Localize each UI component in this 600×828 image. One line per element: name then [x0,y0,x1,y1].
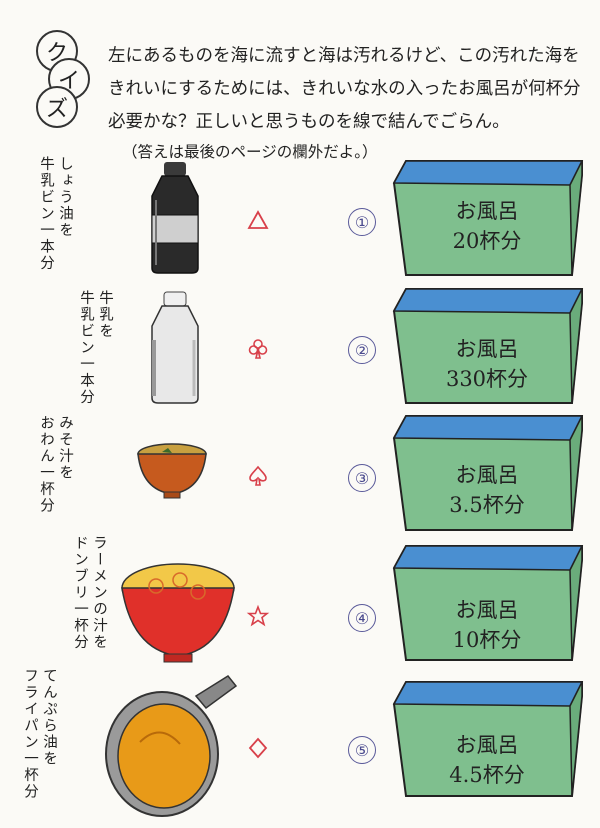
bathtub-5-illustration [392,681,584,797]
star-symbol-icon[interactable] [246,604,270,628]
spade-symbol-icon[interactable] [246,464,270,488]
soy-sauce-bottle-illustration [151,162,199,274]
club-symbol-icon[interactable] [246,336,270,360]
triangle-symbol-icon[interactable] [246,208,270,232]
milk-bottle-illustration [151,291,199,404]
miso-soup-bowl-illustration [137,443,207,499]
answer-number-3[interactable]: ③ [348,464,376,492]
frying-pan-illustration [105,675,238,817]
instruction-line: 左にあるものを海に流すと海は汚れるけど、この汚れた海を [108,46,580,66]
item-label-miso-soup: みそ汁をおわん一杯分 [38,415,73,514]
bathtub-3-illustration [392,415,584,531]
bathtub-2-illustration [392,288,584,404]
answer-note: （答えは最後のページの欄外だよ。） [122,143,378,161]
item-label-ramen: ラーメンの汁をドンブリ一杯分 [72,535,107,651]
item-label-milk: 牛乳を牛乳ビン一本分 [78,290,113,406]
answer-number-4[interactable]: ④ [348,604,376,632]
quiz-instructions: 左にあるものを海に流すと海は汚れるけど、この汚れた海を きれいにするためには、き… [108,40,588,165]
item-label-tempura-oil: てんぷら油をフライパン一杯分 [22,668,57,800]
instruction-line: 必要かな？正しいと思うものを線で結んでごらん。 [108,112,510,132]
ramen-bowl-illustration [121,563,235,663]
bathtub-1-illustration [392,160,584,276]
answer-number-1[interactable]: ① [348,208,376,236]
quiz-badge-char: ズ [36,86,78,128]
item-label-soy-sauce: しょう油を牛乳ビン一本分 [38,156,73,272]
quiz-badge: ク イ ズ [28,28,98,128]
bathtub-4-illustration [392,545,584,661]
instruction-line: きれいにするためには、きれいな水の入ったお風呂が何杯分 [108,79,581,99]
answer-number-2[interactable]: ② [348,336,376,364]
diamond-symbol-icon[interactable] [246,736,270,760]
answer-number-5[interactable]: ⑤ [348,736,376,764]
